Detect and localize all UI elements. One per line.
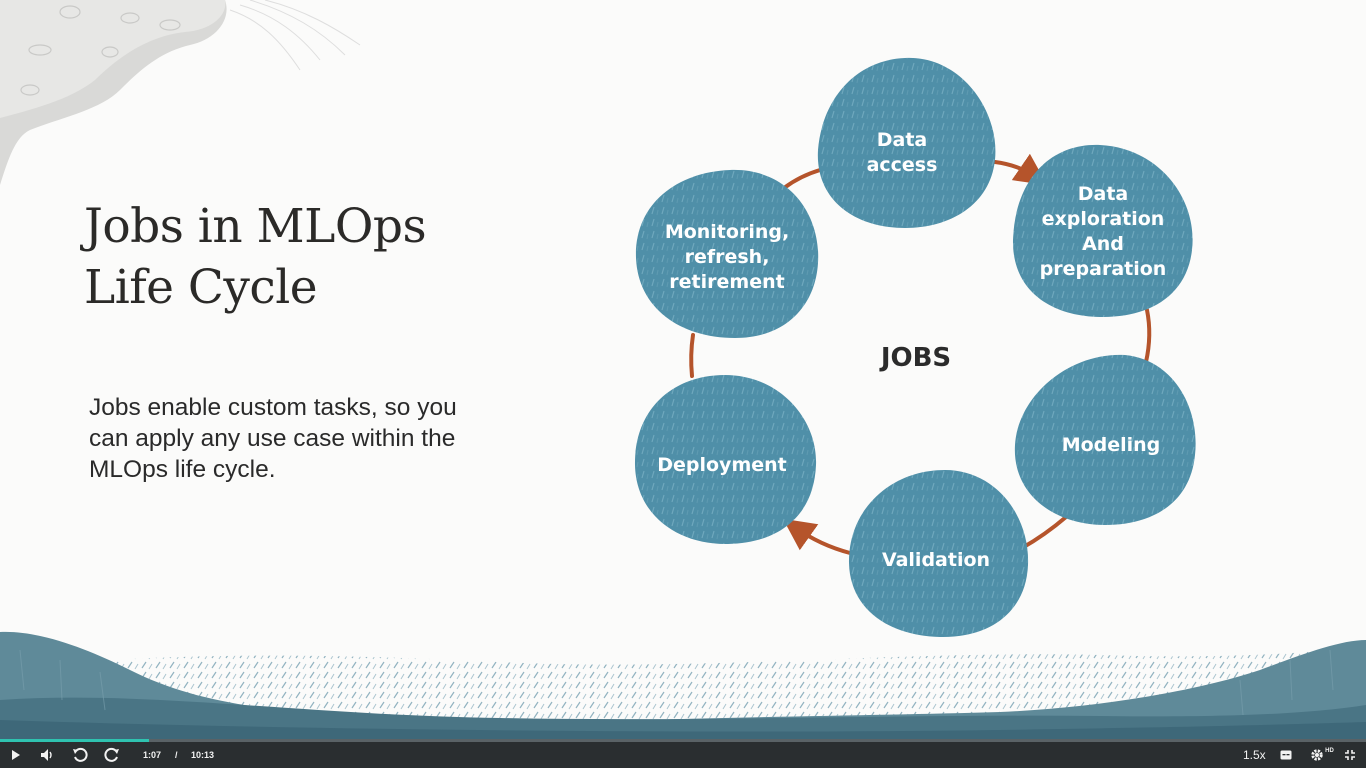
stage-label-line: refresh,: [685, 246, 770, 268]
settings-icon: [1311, 749, 1323, 761]
cycle-connectors: [689, 153, 1152, 555]
stage-monitoring: Monitoring, refresh, retirement: [635, 169, 819, 338]
body-line: MLOps life cycle.: [89, 456, 276, 483]
stage-modeling: Modeling: [1014, 354, 1196, 525]
slide-title-line: Life Cycle: [84, 260, 318, 315]
video-player-controls: 1:07 / 10:13 1.5x HD: [0, 739, 1366, 768]
stage-deployment: Deployment: [634, 375, 817, 545]
stage-label-line: Data: [877, 129, 928, 151]
play-icon: [12, 750, 20, 760]
progress-bar[interactable]: [0, 739, 1366, 742]
playback-speed-button[interactable]: 1.5x: [1243, 748, 1266, 762]
stage-label-line: And: [1082, 233, 1124, 255]
body-line: can apply any use case within the: [89, 425, 456, 452]
stage-label-line: preparation: [1040, 258, 1167, 280]
stage-label-line: access: [867, 154, 938, 176]
stage-validation: Validation: [848, 470, 1029, 638]
stage-label-line: Validation: [882, 549, 990, 571]
fullscreen-icon: [1345, 750, 1355, 760]
stage-label-line: Deployment: [657, 454, 787, 476]
stage-label-line: Monitoring,: [665, 221, 789, 243]
volume-button[interactable]: [38, 746, 58, 764]
settings-button[interactable]: HD: [1310, 746, 1334, 764]
time-separator: /: [175, 750, 178, 760]
jobs-lifecycle-diagram: Data access Data exploration And prepara…: [634, 57, 1196, 638]
rewind-button[interactable]: [70, 746, 90, 764]
forward-button[interactable]: [102, 746, 122, 764]
captions-button[interactable]: [1278, 746, 1294, 764]
rewind-icon: [73, 747, 88, 762]
progress-bar-fill: [0, 739, 149, 742]
stage-data-exploration: Data exploration And preparation: [1012, 144, 1193, 318]
decorative-waves-bottom: [0, 631, 1366, 742]
stage-label-line: Modeling: [1062, 434, 1161, 456]
duration: 10:13: [191, 750, 215, 760]
stage-data-access: Data access: [817, 57, 996, 228]
body-line: Jobs enable custom tasks, so you: [89, 394, 457, 421]
forward-icon: [104, 747, 119, 762]
slide-body-text: Jobs enable custom tasks, so you can app…: [89, 392, 519, 485]
stage-label-line: retirement: [669, 271, 784, 293]
fullscreen-button[interactable]: [1342, 746, 1358, 764]
decorative-stone-top-left: [0, 0, 361, 185]
slide: Jobs in MLOps Life Cycle Jobs enable cus…: [0, 0, 1366, 742]
play-button[interactable]: [6, 746, 26, 764]
cycle-center-label: JOBS: [879, 343, 951, 373]
slide-title: Jobs in MLOps Life Cycle: [84, 196, 544, 318]
slide-title-line: Jobs in MLOps: [84, 199, 427, 254]
hd-badge: HD: [1325, 748, 1334, 754]
stage-label-line: Data: [1078, 183, 1129, 205]
captions-icon: [1280, 750, 1292, 760]
volume-icon: [41, 749, 52, 761]
stage-label-line: exploration: [1042, 208, 1165, 230]
current-time: 1:07: [143, 750, 162, 760]
